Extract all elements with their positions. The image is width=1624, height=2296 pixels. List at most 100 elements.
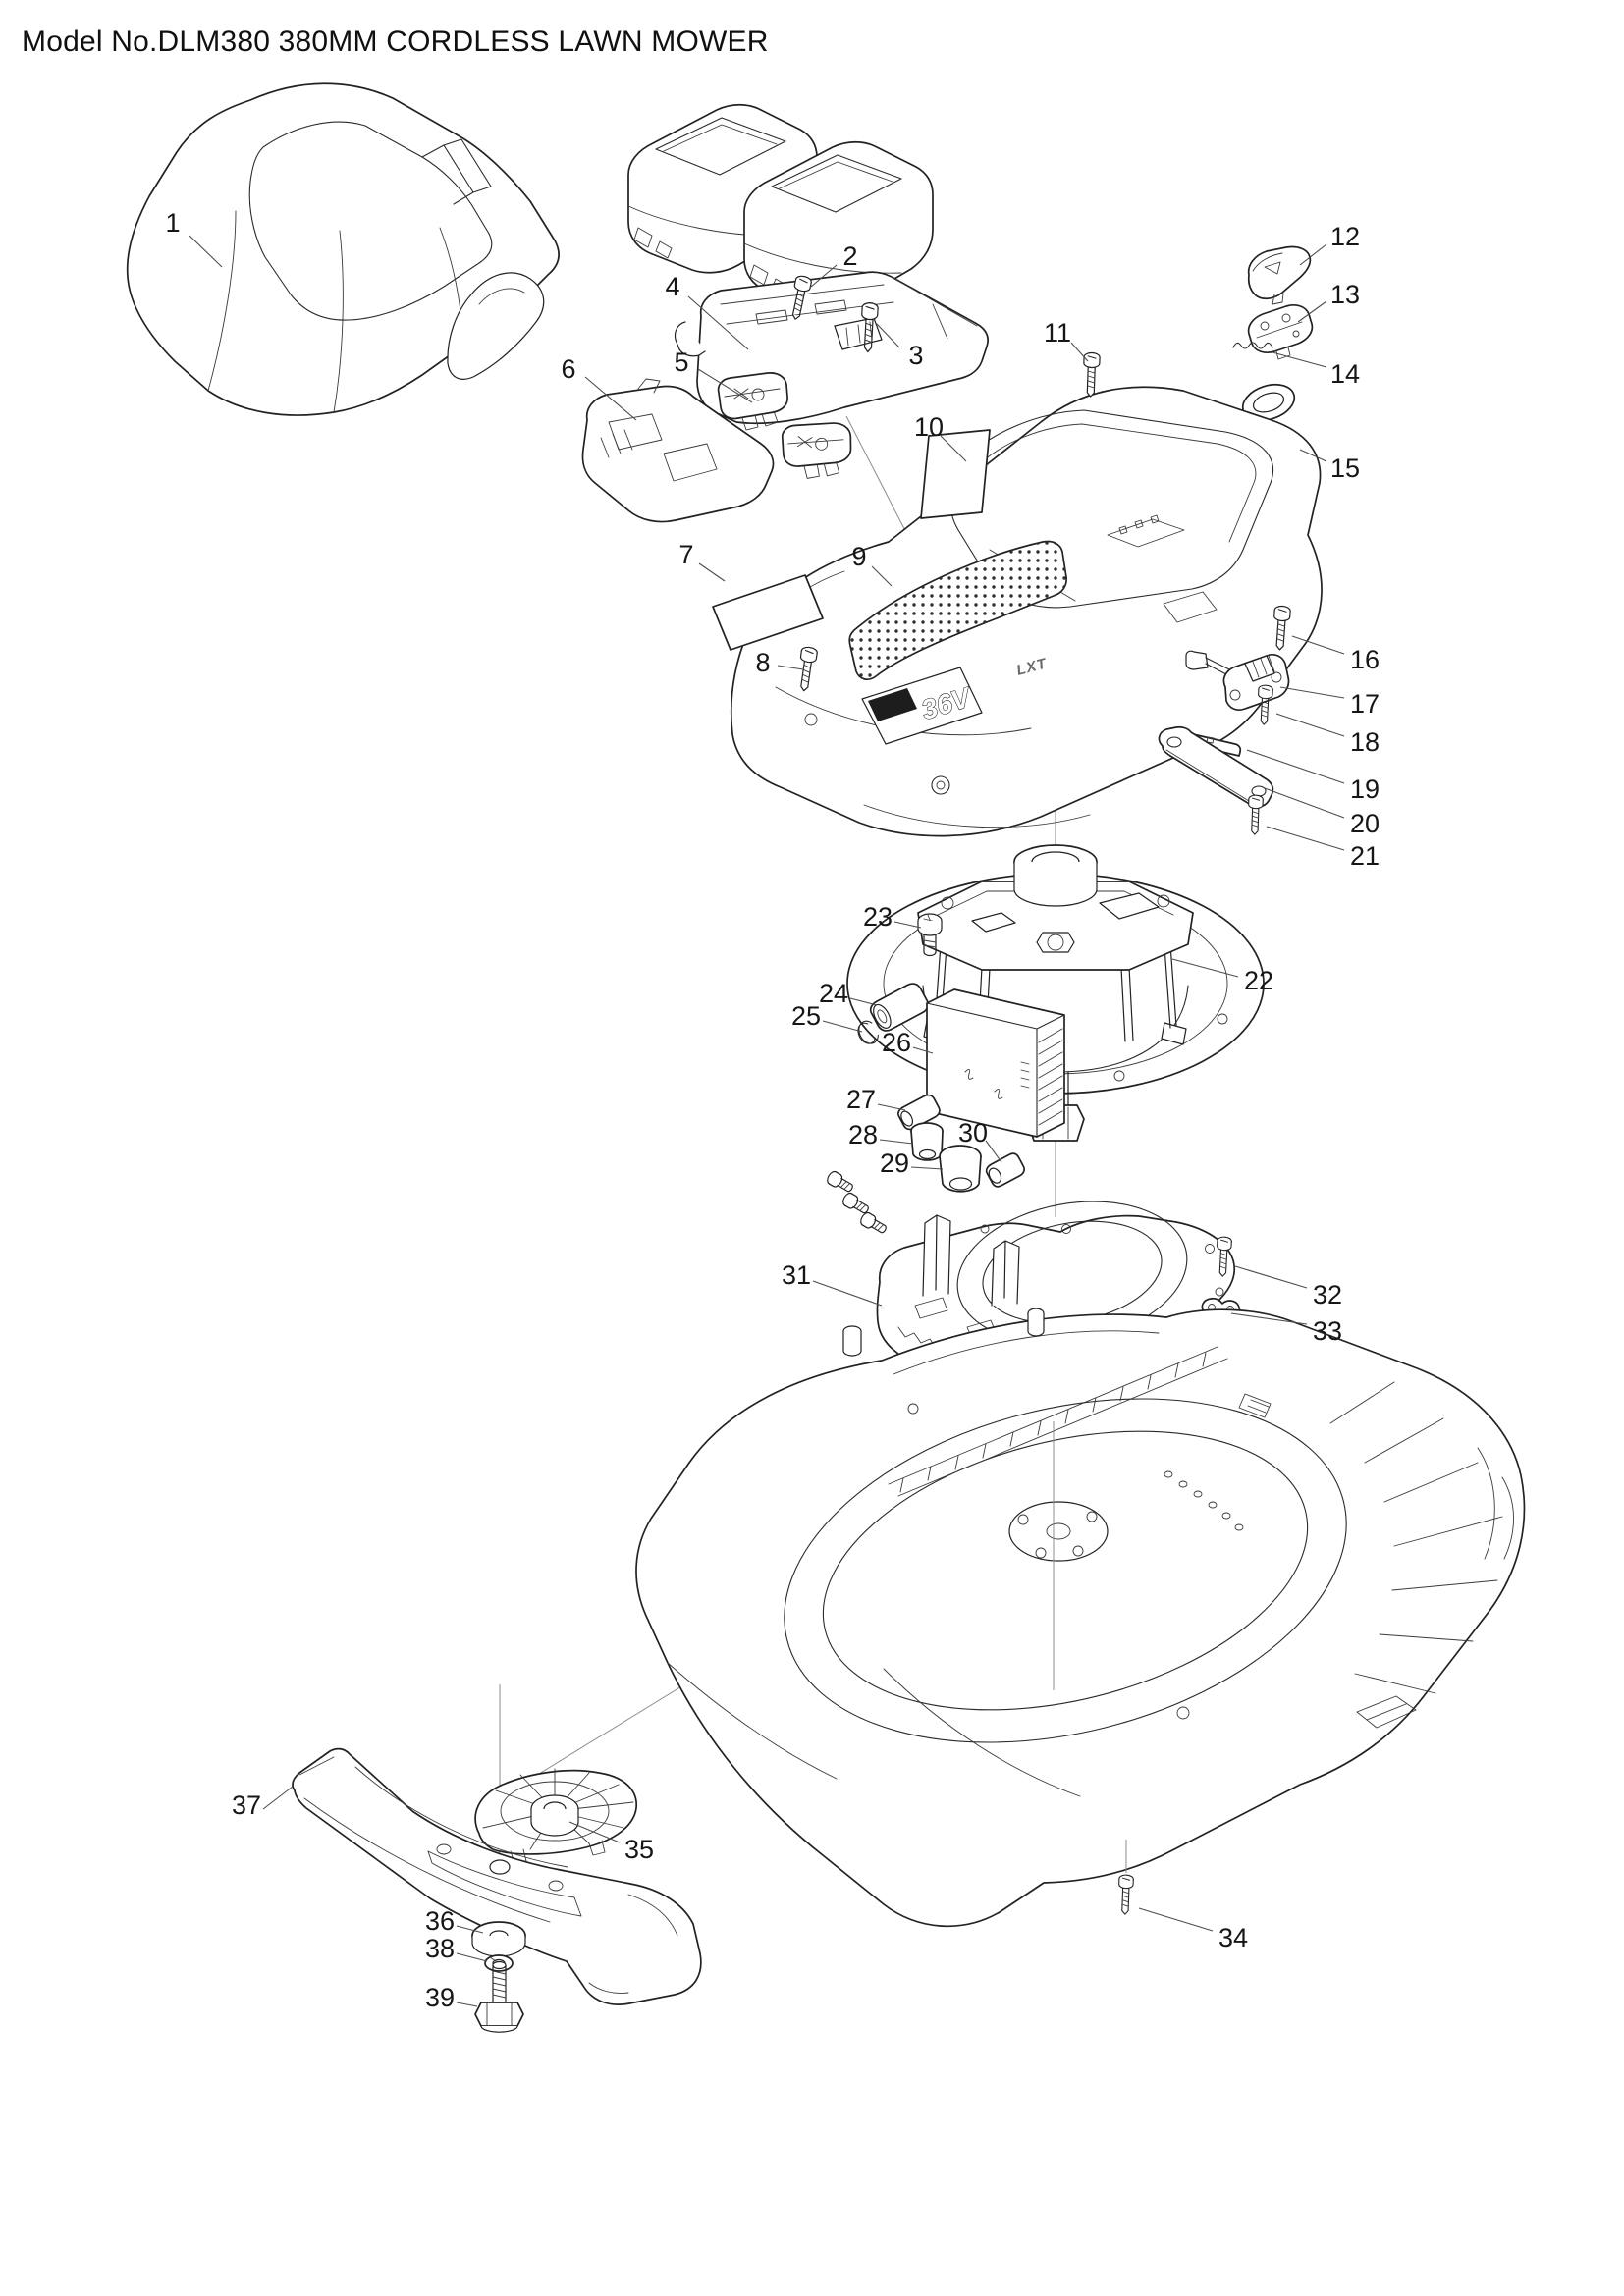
leader-line-8	[777, 665, 804, 670]
leader-line-39	[456, 2002, 478, 2007]
leader-line-6	[584, 376, 637, 421]
leader-line-14	[1272, 351, 1327, 368]
part-24-sleeve	[869, 983, 930, 1032]
leader-line-30	[985, 1140, 1002, 1163]
leader-line-20	[1264, 787, 1345, 819]
page-title: Model No.DLM380 380MM CORDLESS LAWN MOWE…	[22, 26, 769, 58]
grip-knurling	[849, 541, 1067, 680]
callout-number-2: 2	[842, 241, 857, 271]
callout-number-39: 39	[425, 1983, 455, 2012]
leader-line-18	[1275, 713, 1345, 737]
mounting-studs	[825, 1169, 890, 1237]
callout-number-12: 12	[1330, 222, 1360, 251]
part-34-screw	[1117, 1874, 1134, 1915]
part-11-screw	[1082, 351, 1101, 398]
callout-number-32: 32	[1313, 1280, 1342, 1309]
callout-number-16: 16	[1350, 645, 1380, 674]
callout-number-35: 35	[624, 1835, 654, 1864]
callout-number-30: 30	[958, 1118, 988, 1148]
callout-number-33: 33	[1313, 1316, 1342, 1346]
leader-line-7	[698, 562, 726, 582]
callout-number-19: 19	[1350, 774, 1380, 804]
callout-number-4: 4	[665, 272, 679, 301]
callout-number-29: 29	[880, 1148, 909, 1178]
callout-number-23: 23	[863, 902, 893, 932]
leader-line-9	[871, 565, 893, 587]
part-7-label-sheet	[712, 574, 824, 651]
leader-line-11	[1070, 342, 1089, 362]
leader-line-38	[456, 1952, 488, 1962]
part-39-blade-bolt	[474, 1960, 524, 2033]
part-13-lock-plate	[1247, 304, 1314, 360]
leader-line-16	[1291, 635, 1345, 655]
leader-line-21	[1266, 826, 1345, 851]
callout-number-10: 10	[914, 412, 944, 442]
callout-number-3: 3	[908, 341, 923, 370]
part-23-screw	[917, 913, 943, 957]
leader-line-22	[1171, 958, 1239, 978]
leader-line-2	[810, 264, 838, 288]
callout-number-26: 26	[882, 1028, 911, 1057]
part-10-sticker	[920, 429, 991, 519]
leader-line-3	[876, 323, 900, 348]
callout-number-7: 7	[678, 540, 693, 569]
part-29-sleeve-large	[939, 1145, 982, 1193]
callout-number-20: 20	[1350, 809, 1380, 838]
part-1-motor-cover	[126, 82, 560, 416]
callout-number-37: 37	[232, 1790, 261, 1820]
leader-line-33	[1230, 1312, 1308, 1325]
part-20-lever-arm	[1158, 725, 1274, 808]
callout-number-24: 24	[819, 979, 848, 1008]
callout-number-1: 1	[165, 208, 180, 238]
leader-line-32	[1234, 1265, 1308, 1289]
leader-line-1	[189, 235, 223, 268]
callout-number-6: 6	[561, 354, 575, 384]
leader-line-15	[1299, 449, 1327, 462]
part-14-spring	[1232, 342, 1273, 349]
part-37-blade	[292, 1747, 702, 2005]
part-12-lock-cap	[1247, 245, 1312, 305]
callout-number-8: 8	[755, 648, 770, 677]
callout-number-34: 34	[1218, 1923, 1248, 1952]
leader-line-37	[262, 1786, 294, 1810]
leader-line-25	[822, 1020, 863, 1033]
leader-line-17	[1279, 686, 1345, 699]
leader-line-36	[456, 1925, 484, 1934]
part-21-screw	[1247, 794, 1264, 835]
part-26-controller	[926, 988, 1065, 1138]
leader-line-34	[1138, 1907, 1214, 1932]
callout-number-18: 18	[1350, 727, 1380, 757]
callout-number-25: 25	[791, 1001, 821, 1031]
callout-number-21: 21	[1350, 841, 1380, 871]
leader-line-24	[849, 997, 878, 1006]
callout-number-31: 31	[782, 1260, 811, 1290]
leader-line-19	[1246, 749, 1345, 784]
axis-lines-overlay	[1053, 1421, 1127, 1873]
part-27-pin	[897, 1094, 941, 1131]
callout-number-17: 17	[1350, 689, 1380, 719]
callout-number-9: 9	[851, 542, 866, 571]
lower-deck-housing	[635, 1308, 1526, 1928]
leader-line-31	[812, 1280, 883, 1307]
leader-line-4	[687, 295, 749, 350]
callout-number-28: 28	[848, 1120, 878, 1149]
part-36-flat-washer	[471, 1921, 526, 1957]
leader-line-12	[1299, 243, 1327, 266]
callout-number-36: 36	[425, 1906, 455, 1936]
brand-logo-block	[868, 688, 917, 721]
callout-number-11: 11	[1044, 318, 1071, 347]
callout-number-22: 22	[1244, 966, 1273, 995]
leader-line-27	[877, 1103, 906, 1111]
leader-line-35	[568, 1821, 621, 1843]
leader-line-28	[879, 1139, 914, 1145]
part-9-top-housing: 36V LXT	[730, 386, 1323, 837]
leader-line-5	[697, 368, 753, 403]
callout-number-14: 14	[1330, 359, 1360, 389]
leader-line-23	[893, 921, 922, 929]
callout-number-38: 38	[425, 1934, 455, 1963]
leader-line-29	[910, 1166, 944, 1170]
callout-number-5: 5	[674, 347, 688, 377]
callout-number-13: 13	[1330, 280, 1360, 309]
